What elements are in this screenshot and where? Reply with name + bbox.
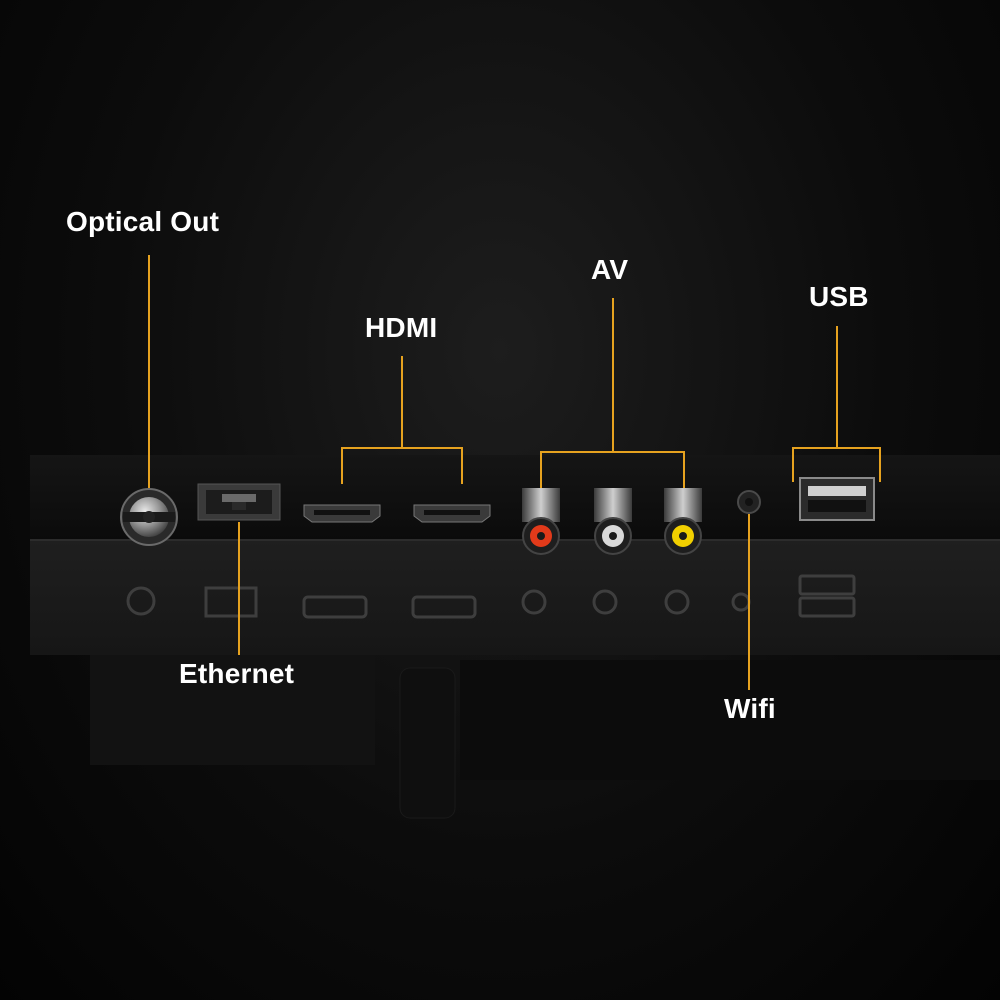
av-port-white [594, 488, 632, 555]
usb-label: USB [809, 281, 869, 312]
av-label: AV [591, 254, 629, 285]
optical-out-port [120, 488, 178, 546]
wifi-label: Wifi [724, 693, 776, 724]
av-port-red [522, 488, 560, 555]
hdmi-label: HDMI [365, 312, 438, 343]
panel-icons [126, 574, 856, 619]
usb-port [799, 477, 875, 521]
panel-lower-left [90, 655, 375, 765]
ethernet-label: Ethernet [179, 658, 295, 689]
hdmi-port-1 [303, 504, 381, 523]
av-port-yellow [664, 488, 702, 555]
ethernet-port [197, 483, 281, 521]
optical-out-label: Optical Out [66, 206, 220, 237]
hdmi-port-2 [413, 504, 491, 523]
callout-lines [148, 255, 881, 690]
wifi-socket [737, 490, 761, 514]
